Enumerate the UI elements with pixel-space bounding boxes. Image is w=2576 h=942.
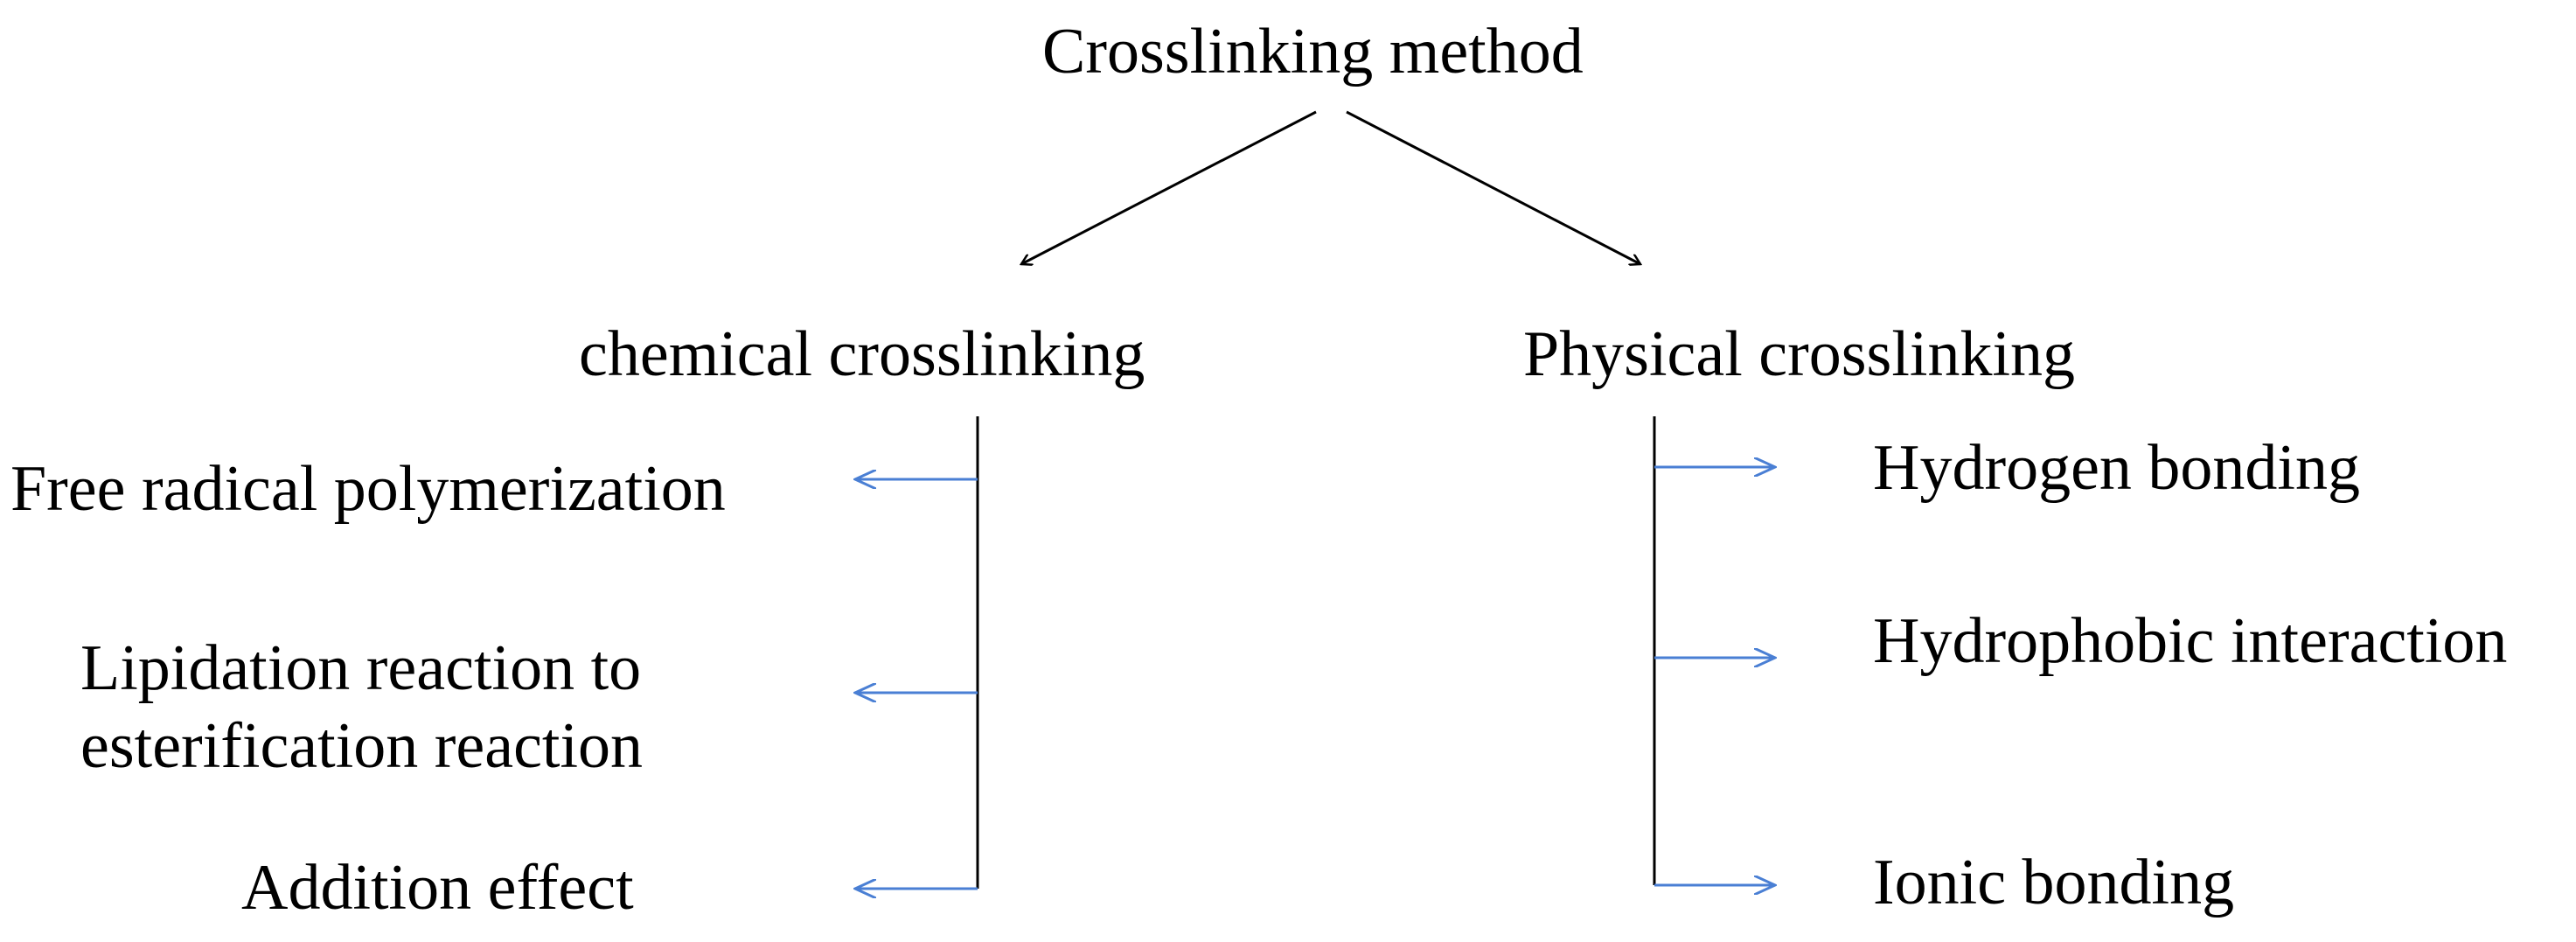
chemical-item-lipidation-line-2: esterification reaction <box>80 709 644 782</box>
chemical-item-lipidation: Lipidation reaction to esterification re… <box>80 630 643 785</box>
chemical-item-addition: Addition effect <box>241 852 634 924</box>
physical-branch-label: Physical crosslinking <box>1523 318 2076 390</box>
root-to-physical-arrow <box>1346 110 1640 264</box>
chemical-item-free-radical: Free radical polymerization <box>10 453 726 525</box>
root-to-chemical-arrow <box>1021 110 1317 264</box>
physical-item-ionic: Ionic bonding <box>1873 847 2235 918</box>
physical-item-hydrophobic: Hydrophobic interaction <box>1873 605 2508 677</box>
physical-item-hydrogen: Hydrogen bonding <box>1873 432 2360 504</box>
chemical-branch-label: chemical crosslinking <box>579 318 1145 390</box>
chemical-item-lipidation-line-1: Lipidation reaction to <box>80 632 642 704</box>
root-node-label: Crosslinking method <box>1042 16 1584 87</box>
